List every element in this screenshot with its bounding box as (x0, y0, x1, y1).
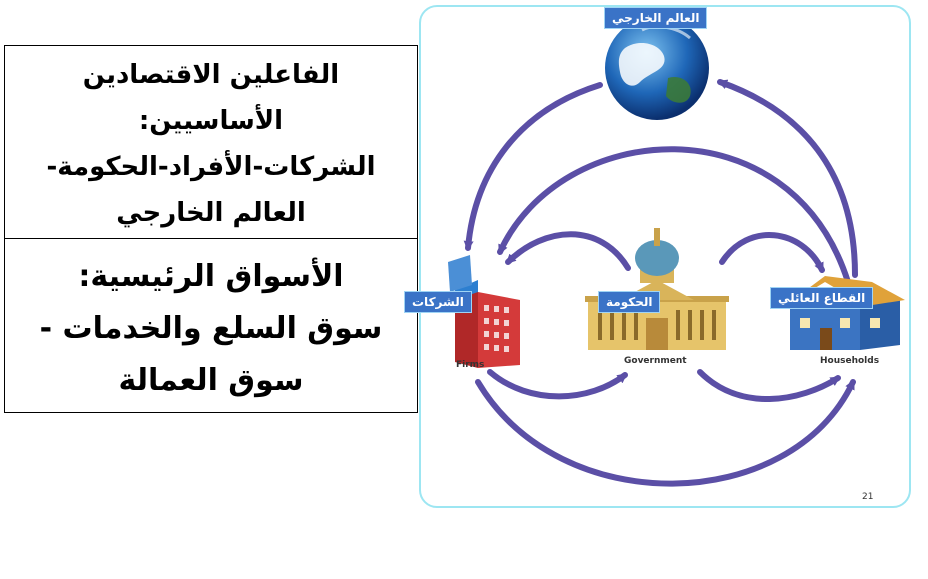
globe-icon (605, 16, 709, 120)
arrow-government-to-households (719, 232, 825, 273)
arrow-firms-to-government (487, 369, 628, 400)
arrow-households-to-world (717, 79, 858, 278)
economic-actors-cell: الفاعلين الاقتصادين الأساسيين: الشركات-ا… (5, 46, 417, 239)
arrow-government-to-firms (505, 231, 631, 271)
households-caption: Households (820, 356, 880, 366)
households-label: القطاع العائلي (770, 287, 874, 309)
actors-line-2: الأساسيين: (138, 106, 284, 136)
main-markets-cell: الأسواق الرئيسية: سوق السلع والخدمات - س… (5, 239, 417, 412)
page-number: 21 (862, 492, 874, 502)
government-label: الحكومة (598, 291, 661, 313)
government-caption: Government (624, 356, 687, 366)
actors-line-1: الفاعلين الاقتصادين (82, 60, 340, 90)
markets-line-2: سوق السلع والخدمات - (39, 311, 383, 346)
arrow-firms-to-households-outer (475, 379, 856, 487)
flow-arrows (463, 79, 858, 487)
firms-caption: Firms (456, 360, 485, 370)
arrow-government-to-households-lower (697, 369, 841, 402)
world-label: العالم الخارجي (604, 7, 708, 29)
actors-line-3: الشركات-الأفراد-الحكومة- (46, 152, 376, 182)
markets-line-3: سوق العمالة (118, 363, 304, 398)
arrow-world-to-firms (463, 82, 603, 251)
actors-line-4: العالم الخارجي (116, 198, 306, 228)
firms-label: الشركات (404, 291, 472, 313)
concepts-text-box: الفاعلين الاقتصادين الأساسيين: الشركات-ا… (4, 45, 418, 413)
arrow-households-to-firms (497, 146, 851, 285)
markets-line-1: الأسواق الرئيسية: (78, 259, 344, 294)
